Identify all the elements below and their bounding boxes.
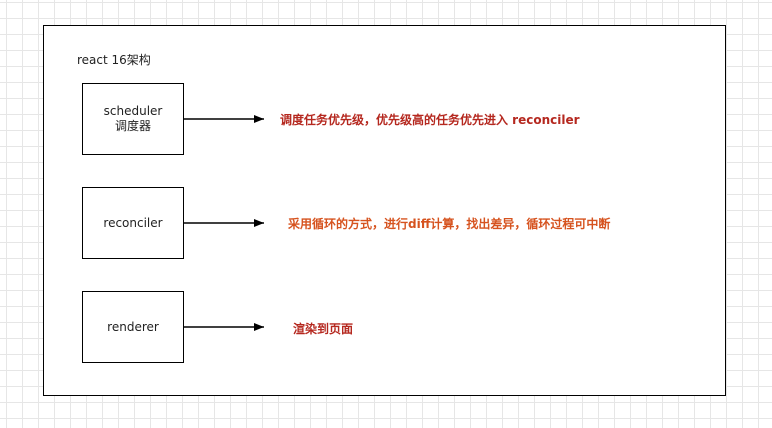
diagram-title: react 16架构 bbox=[77, 53, 151, 67]
scheduler-label: scheduler bbox=[103, 104, 163, 118]
reconciler-label: reconciler bbox=[103, 215, 163, 230]
renderer-description: 渲染到页面 bbox=[293, 322, 354, 336]
scheduler-box: scheduler 调度器 bbox=[82, 83, 184, 155]
renderer-label: renderer bbox=[107, 319, 159, 334]
reconciler-box: reconciler bbox=[82, 187, 184, 259]
renderer-box: renderer bbox=[82, 291, 184, 363]
scheduler-sublabel: 调度器 bbox=[114, 119, 151, 133]
scheduler-description: 调度任务优先级，优先级高的任务优先进入 reconciler bbox=[280, 113, 580, 127]
reconciler-description: 采用循环的方式，进行diff计算，找出差异，循环过程可中断 bbox=[288, 217, 611, 231]
